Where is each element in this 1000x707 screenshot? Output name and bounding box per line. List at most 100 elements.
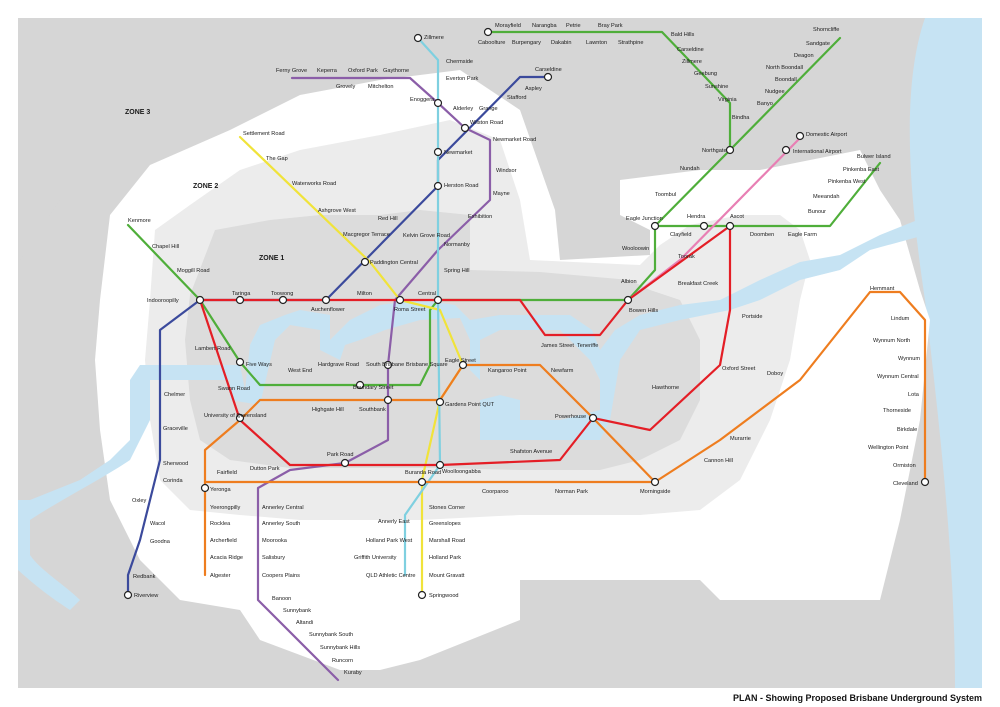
station-marker-boundary[interactable] xyxy=(355,380,365,390)
label-red-hill: Red Hill xyxy=(378,216,398,222)
label-stafford: Stafford xyxy=(507,95,527,101)
label-chapel-hill: Chapel Hill xyxy=(152,244,179,250)
label-wellington: Wellington Point xyxy=(868,445,909,451)
label-cleveland: Cleveland xyxy=(893,481,918,487)
station-marker-springwood[interactable] xyxy=(417,590,427,600)
label-moggill: Moggill Road xyxy=(177,268,210,274)
label-grange: Grange xyxy=(479,106,498,112)
station-marker-south-brisbane[interactable] xyxy=(383,360,393,370)
label-nundah: Nundah xyxy=(680,166,700,172)
station-marker-carseldine[interactable] xyxy=(543,72,553,82)
label-aspley: Aspley xyxy=(525,86,542,92)
station-marker-ascot[interactable] xyxy=(725,221,735,231)
label-pinkenba-w: Pinkenba West xyxy=(828,179,866,185)
label-toorak: Toorak xyxy=(678,254,695,260)
station-marker-yeronga[interactable] xyxy=(200,483,210,493)
label-wilston: Wilston Road xyxy=(470,120,503,126)
label-gardens-pt: Gardens Point QUT xyxy=(445,402,495,408)
label-toombul: Toombul xyxy=(655,192,676,198)
station-marker-int-airport[interactable] xyxy=(781,145,791,155)
label-bald-hills: Bald Hills xyxy=(671,32,695,38)
label-wynnum-c: Wynnum Central xyxy=(877,374,919,380)
label-spring-hill: Spring Hill xyxy=(444,268,470,274)
label-kenmore: Kenmore xyxy=(128,218,151,224)
zone-3-label: ZONE 3 xyxy=(125,109,150,116)
station-marker-morningside[interactable] xyxy=(650,477,660,487)
label-gaythorne: Gaythorne xyxy=(383,68,409,74)
label-sunnybank-h: Sunnybank Hills xyxy=(320,645,360,651)
station-marker-buranda[interactable] xyxy=(417,477,427,487)
label-highgate: Highgate Hill xyxy=(312,407,344,413)
station-marker-uq[interactable] xyxy=(235,413,245,423)
label-keperra: Keperra xyxy=(317,68,338,74)
station-marker-taringa[interactable] xyxy=(235,295,245,305)
label-milton: Milton xyxy=(357,291,372,297)
station-marker-caboolture[interactable] xyxy=(483,27,493,37)
station-marker-enoggera[interactable] xyxy=(433,98,443,108)
zone-1-label: ZONE 1 xyxy=(259,255,284,262)
label-albion: Albion xyxy=(621,279,637,285)
label-strathpine: Strathpine xyxy=(618,40,644,46)
line-shorncliffe xyxy=(728,36,842,152)
station-marker-wilston[interactable] xyxy=(460,123,470,133)
label-lawnton: Lawnton xyxy=(586,40,607,46)
label-murarrie: Murarrie xyxy=(730,436,751,442)
label-mitchelton: Mitchelton xyxy=(368,84,394,90)
label-graceville: Graceville xyxy=(163,426,188,432)
station-marker-zillmere[interactable] xyxy=(413,33,423,43)
label-altandi: Altandi xyxy=(296,620,313,626)
label-annerly-east: Annerly East xyxy=(378,519,410,525)
station-marker-southbank[interactable] xyxy=(383,395,393,405)
station-marker-eagle-st[interactable] xyxy=(458,360,468,370)
station-marker-paddington[interactable] xyxy=(360,257,370,267)
label-breakfast-creek: Breakfast Creek xyxy=(678,281,718,287)
label-newmarket: Newmarket xyxy=(444,150,473,156)
label-yeerongpilly: Yeerongpilly xyxy=(210,505,240,511)
label-oxford-st: Oxford Street xyxy=(722,366,756,372)
label-yeronga: Yeronga xyxy=(210,487,232,493)
label-ormiston: Ormiston xyxy=(893,463,916,469)
label-geebung: Geebung xyxy=(694,71,717,77)
label-holland-park: Holland Park xyxy=(429,555,461,561)
label-annerley-s: Annerley South xyxy=(262,521,300,527)
station-marker-northgate[interactable] xyxy=(725,145,735,155)
label-buranda: Buranda Road xyxy=(405,470,441,476)
station-marker-five-ways[interactable] xyxy=(235,357,245,367)
station-marker-hendra[interactable] xyxy=(699,221,709,231)
station-marker-toowong[interactable] xyxy=(278,295,288,305)
station-marker-dom-airport[interactable] xyxy=(795,131,805,141)
station-marker-roma[interactable] xyxy=(395,295,405,305)
station-marker-auchenflower[interactable] xyxy=(321,295,331,305)
label-annerley-c: Annerley Central xyxy=(262,505,304,511)
label-rocklea: Rocklea xyxy=(210,521,231,527)
label-brisbane-sq: Brisbane Square xyxy=(406,362,448,368)
station-marker-cleveland[interactable] xyxy=(920,477,930,487)
label-norman-park: Norman Park xyxy=(555,489,588,495)
station-labels: Zillmere Chermside Everton Park Enoggera… xyxy=(128,23,920,676)
station-marker-herston[interactable] xyxy=(433,181,443,191)
label-greenslopes: Greenslopes xyxy=(429,521,461,527)
station-marker-newmarket[interactable] xyxy=(433,147,443,157)
label-bulwer: Bulwer Island xyxy=(857,154,891,160)
label-marshall: Marshall Road xyxy=(429,538,465,544)
label-wooloowin: Wooloowin xyxy=(622,246,649,252)
label-southbank: Southbank xyxy=(359,407,386,413)
station-marker-gardens-pt[interactable] xyxy=(435,397,445,407)
station-marker-powerhouse[interactable] xyxy=(588,413,598,423)
station-marker-park-rd[interactable] xyxy=(340,458,350,468)
station-marker-woolloongabba[interactable] xyxy=(435,460,445,470)
label-zillmere: Zillmere xyxy=(682,59,702,65)
station-marker-eagle-junction[interactable] xyxy=(650,221,660,231)
label-coopers: Coopers Plains xyxy=(262,573,300,579)
label-ferny-grove: Ferny Grove xyxy=(276,68,307,74)
label-runcorn: Runcorn xyxy=(332,658,353,664)
station-marker-bowen-hills[interactable] xyxy=(623,295,633,305)
label-qld-athletic: QLD Athletic Centre xyxy=(366,573,415,579)
label-morayfield: Morayfield xyxy=(495,23,521,29)
label-five-ways: Five Ways xyxy=(246,362,272,368)
label-shafston: Shafston Avenue xyxy=(510,449,552,455)
station-marker-indooroopilly[interactable] xyxy=(195,295,205,305)
label-virginia: Virginia xyxy=(718,97,737,103)
station-marker-central[interactable] xyxy=(433,295,443,305)
station-marker-riverview[interactable] xyxy=(123,590,133,600)
